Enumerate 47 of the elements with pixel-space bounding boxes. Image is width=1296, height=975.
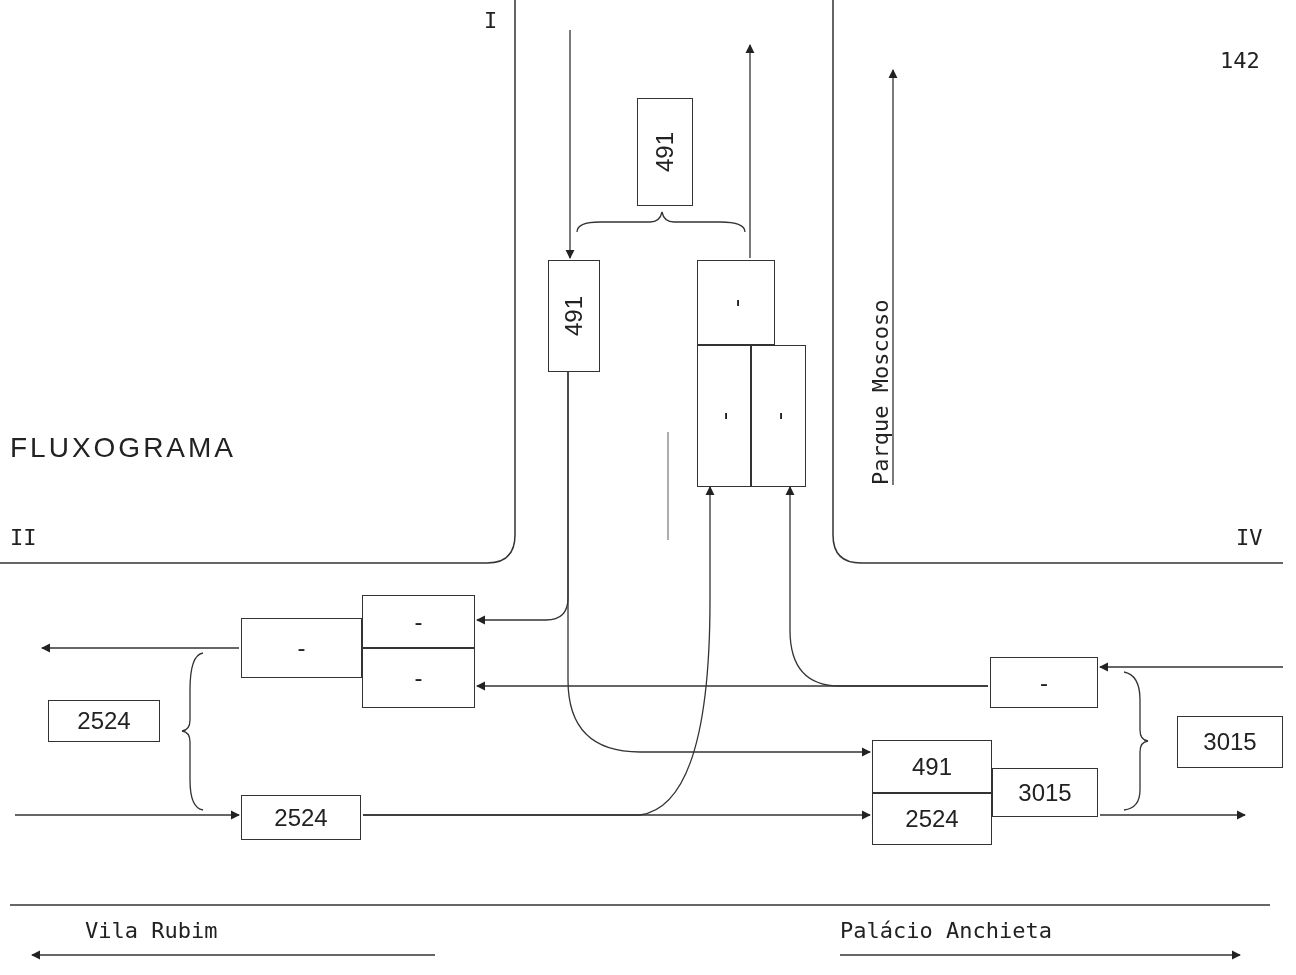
count-box [548,260,600,372]
street-label: Palácio Anchieta [840,918,1052,943]
count-value: 2524 [905,805,959,833]
count-box [992,768,1098,817]
street-label: Vila Rubim [85,918,218,943]
count-value: - [1040,668,1048,697]
street-label: Parque Moscoso [868,299,893,485]
count-value: - [297,634,306,662]
count-value: - [722,298,750,307]
arrow [362,486,715,816]
count-value: 3015 [1203,728,1257,756]
arrow [565,29,575,259]
street-label: IV [1236,525,1263,550]
count-box [697,345,751,487]
count-value: - [414,607,423,636]
count-box [241,795,361,840]
count-value: - [414,664,423,692]
count-value: - [764,412,793,420]
count-box [241,618,362,678]
count-box [637,98,693,206]
count-box [1177,716,1283,768]
count-box [362,648,475,708]
arrow [1099,662,1284,672]
arrow [14,810,240,820]
count-value: 2524 [77,707,131,735]
count-box [872,740,992,793]
count-box [990,657,1098,708]
street-label: II [10,525,37,550]
count-value: 2524 [274,803,328,832]
count-value: - [710,412,738,420]
street-label: I [484,8,498,33]
arrow [41,643,240,653]
count-box [751,345,806,487]
arrow [567,371,871,757]
count-value: 491 [560,296,588,336]
arrow [1099,810,1246,820]
count-box [872,793,992,845]
count-box [48,700,160,742]
count-value: 491 [911,752,952,781]
street-label: 142 [1220,48,1260,73]
arrow [745,44,755,259]
count-value: 491 [651,132,679,172]
arrow [785,486,989,687]
count-box [362,595,475,648]
count-box [697,260,775,345]
title: FLUXOGRAMA [10,432,237,464]
count-value: 3015 [1018,778,1072,807]
